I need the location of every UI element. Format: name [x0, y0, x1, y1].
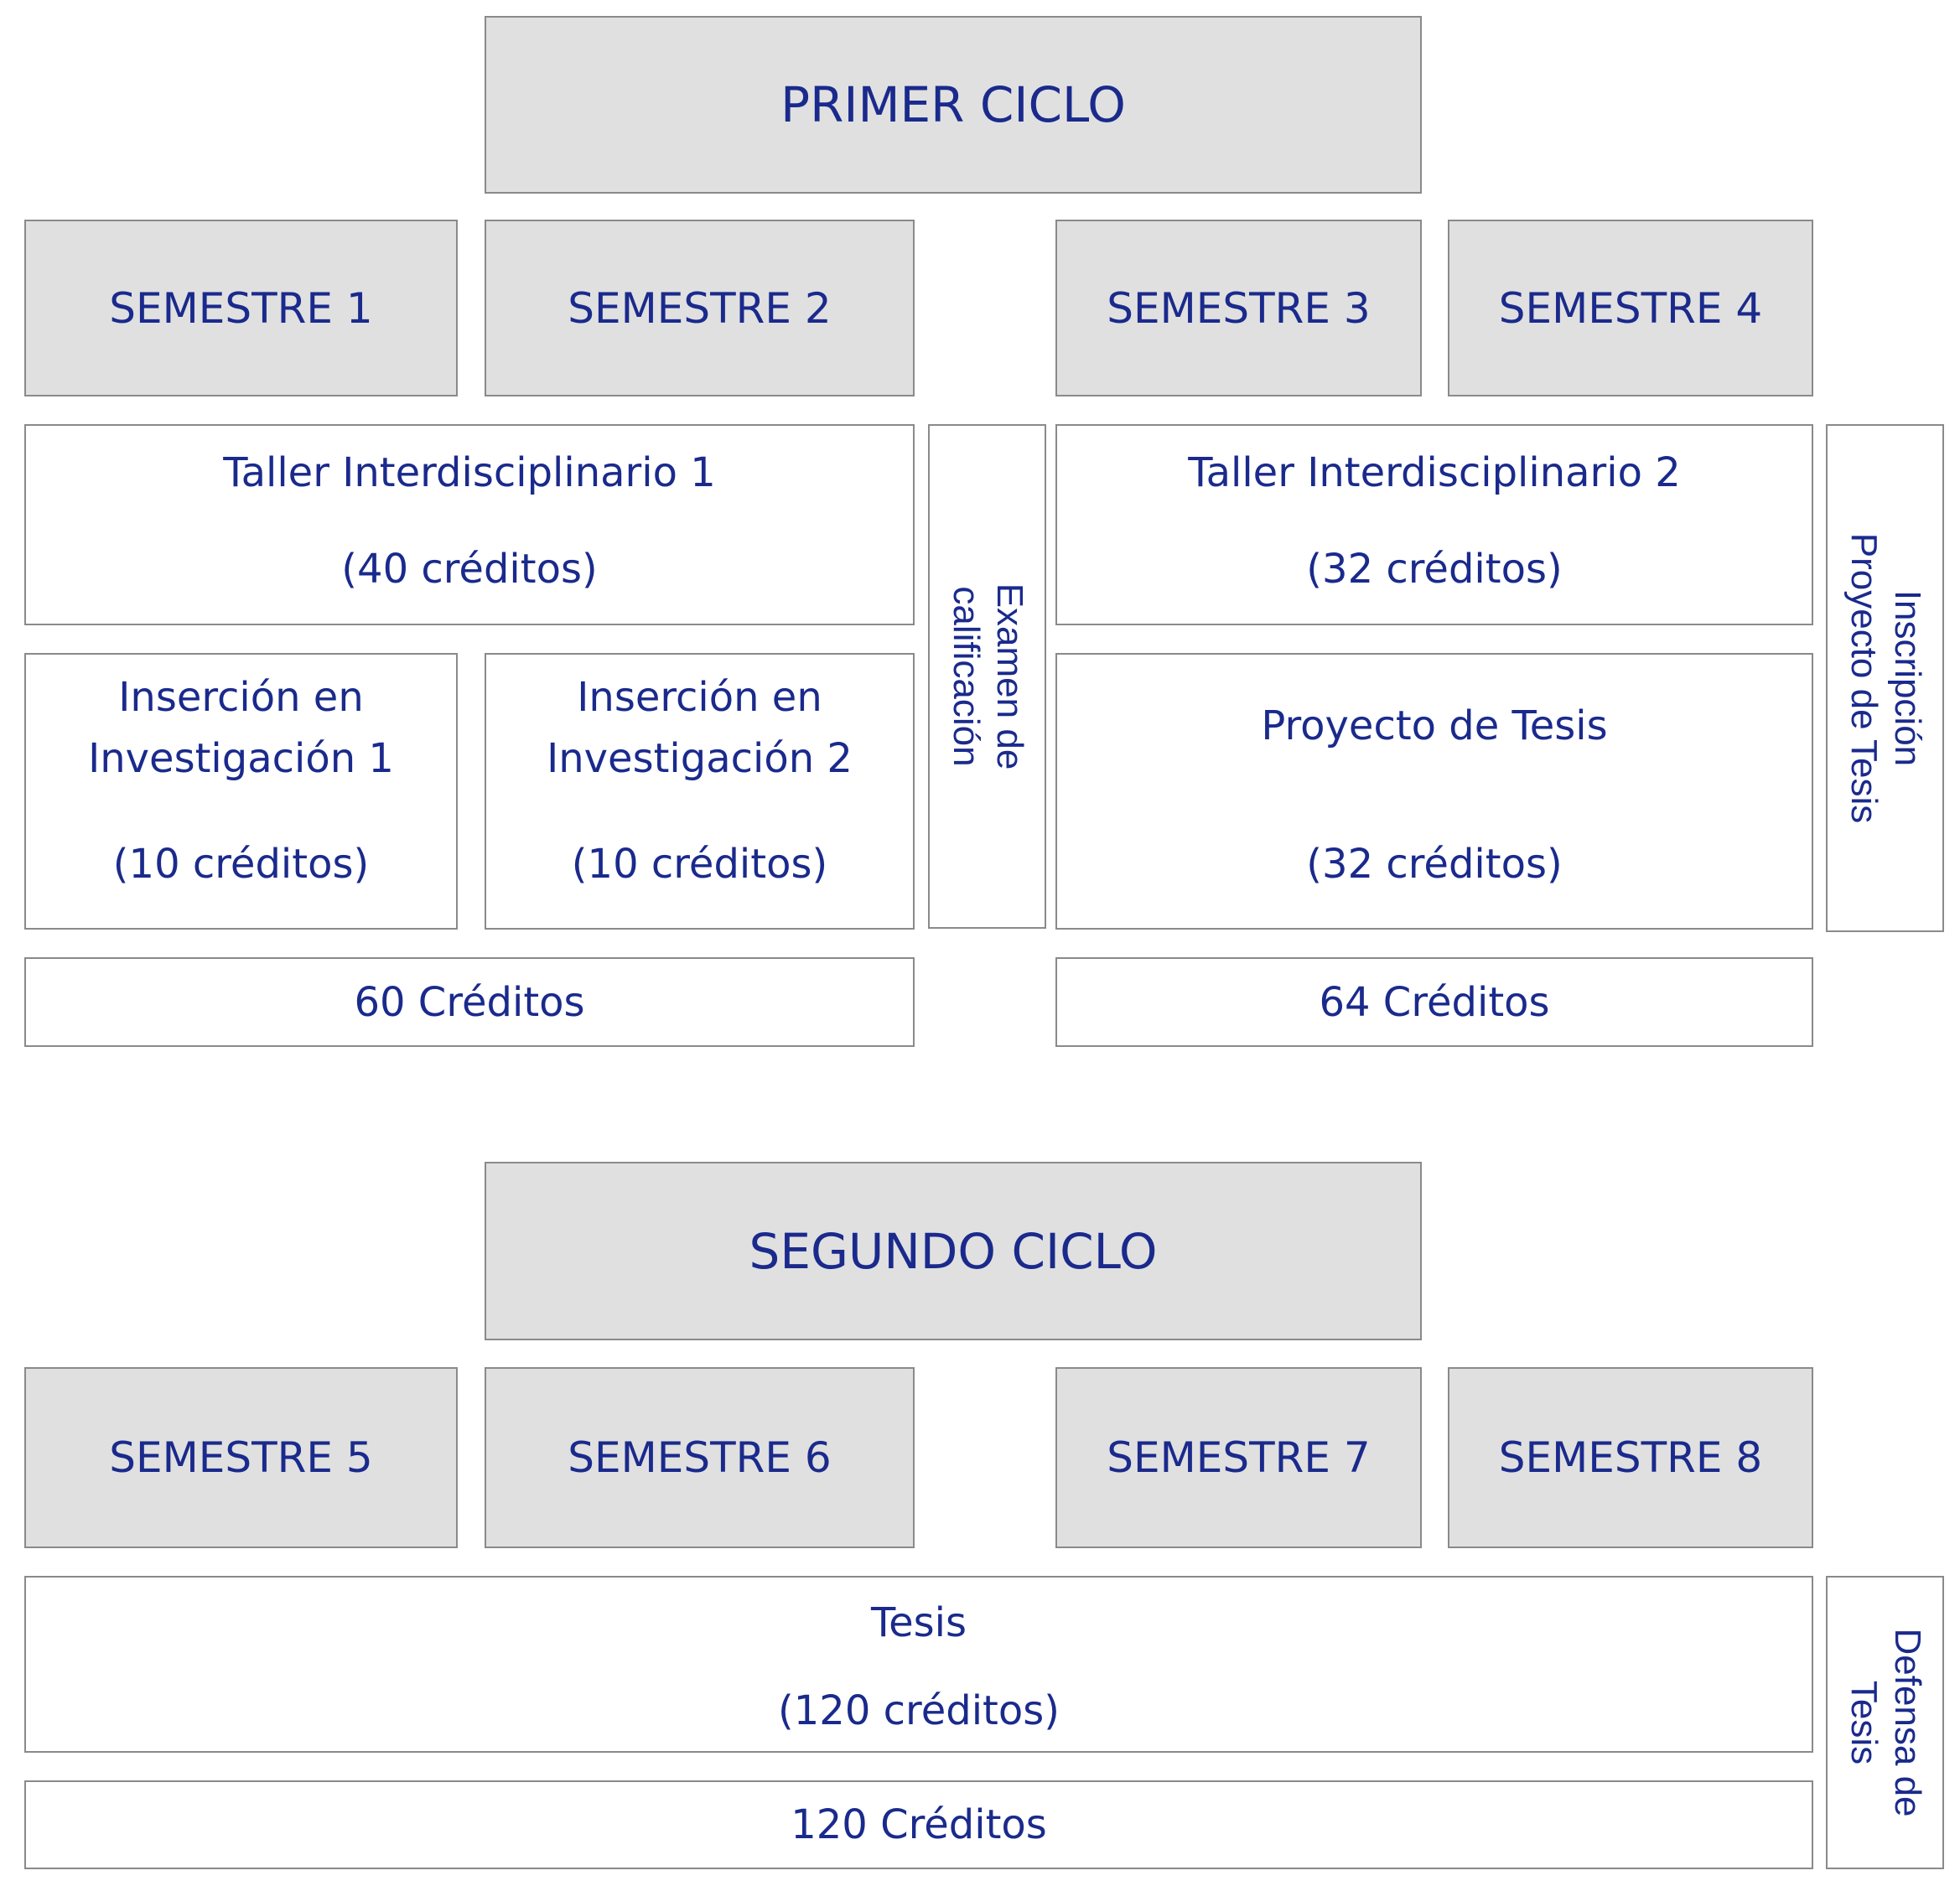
defensa-de-tesis-box: Defensa de Tesis [1826, 1576, 1944, 1869]
primer-ciclo-title: PRIMER CICLO [780, 76, 1126, 133]
primer-ciclo-header: PRIMER CICLO [485, 16, 1422, 194]
total-creditos-segundo-ciclo: 120 Créditos [24, 1780, 1813, 1869]
semestre-label: SEMESTRE 1 [109, 283, 373, 333]
total-creditos-semestres-3-4: 64 Créditos [1055, 957, 1813, 1047]
semestre-label: SEMESTRE 6 [568, 1433, 832, 1482]
total-label: 64 Créditos [1319, 978, 1550, 1026]
course-name-line-2: Investigación 2 [547, 735, 853, 782]
inscripcion-line-2: Proyecto de Tesis [1843, 532, 1885, 824]
semestre-6-header: SEMESTRE 6 [485, 1367, 915, 1548]
insercion-investigacion-1-box: Inserción en Investigación 1 (10 crédito… [24, 653, 458, 930]
proyecto-de-tesis-box: Proyecto de Tesis (32 créditos) [1055, 653, 1813, 930]
total-label: 120 Créditos [791, 1801, 1047, 1848]
semestre-label: SEMESTRE 8 [1498, 1433, 1763, 1482]
course-name: Taller Interdisciplinario 1 [223, 449, 716, 496]
course-name-line-2: Investigación 1 [88, 735, 394, 782]
total-creditos-semestres-1-2: 60 Créditos [24, 957, 915, 1047]
course-name: Tesis [870, 1599, 967, 1646]
tesis-box: Tesis (120 créditos) [24, 1576, 1813, 1753]
semestre-label: SEMESTRE 4 [1498, 283, 1763, 333]
segundo-ciclo-title: SEGUNDO CICLO [749, 1222, 1158, 1280]
course-name-line-1: Inserción en [577, 674, 822, 721]
inscripcion-proyecto-tesis-box: Inscripción Proyecto de Tesis [1826, 424, 1944, 932]
examen-line-1: Examen de [988, 583, 1030, 770]
course-name: Taller Interdisciplinario 2 [1188, 449, 1681, 496]
course-name: Proyecto de Tesis [1261, 702, 1608, 749]
inscripcion-proyecto-label: Inscripción Proyecto de Tesis [1842, 533, 1929, 823]
semestre-8-header: SEMESTRE 8 [1448, 1367, 1813, 1548]
inscripcion-line-1: Inscripción [1886, 589, 1928, 767]
semestre-5-header: SEMESTRE 5 [24, 1367, 458, 1548]
semestre-label: SEMESTRE 7 [1107, 1433, 1371, 1482]
semestre-4-header: SEMESTRE 4 [1448, 220, 1813, 396]
taller-interdisciplinario-2-box: Taller Interdisciplinario 2 (32 créditos… [1055, 424, 1813, 625]
examen-calificacion-box: Examen de calificación [928, 424, 1046, 929]
defensa-de-tesis-label: Defensa de Tesis [1842, 1628, 1929, 1816]
examen-line-2: calificación [945, 586, 987, 767]
semestre-3-header: SEMESTRE 3 [1055, 220, 1422, 396]
course-name-line-1: Inserción en [118, 674, 364, 721]
semestre-label: SEMESTRE 3 [1107, 283, 1371, 333]
course-credits: (10 créditos) [112, 841, 370, 888]
course-credits: (32 créditos) [1306, 841, 1563, 888]
course-credits: (120 créditos) [778, 1687, 1060, 1734]
taller-interdisciplinario-1-box: Taller Interdisciplinario 1 (40 créditos… [24, 424, 915, 625]
insercion-investigacion-2-box: Inserción en Investigación 2 (10 crédito… [485, 653, 915, 930]
semestre-label: SEMESTRE 2 [568, 283, 832, 333]
defensa-line-2: Tesis [1843, 1680, 1885, 1765]
segundo-ciclo-header: SEGUNDO CICLO [485, 1162, 1422, 1340]
course-credits: (32 créditos) [1306, 546, 1563, 593]
defensa-line-1: Defensa de [1886, 1628, 1928, 1817]
course-credits: (40 créditos) [341, 546, 598, 593]
semestre-2-header: SEMESTRE 2 [485, 220, 915, 396]
total-label: 60 Créditos [354, 978, 585, 1026]
semestre-7-header: SEMESTRE 7 [1055, 1367, 1422, 1548]
semestre-1-header: SEMESTRE 1 [24, 220, 458, 396]
semestre-label: SEMESTRE 5 [109, 1433, 373, 1482]
examen-calificacion-label: Examen de calificación [944, 583, 1031, 770]
course-credits: (10 créditos) [571, 841, 828, 888]
